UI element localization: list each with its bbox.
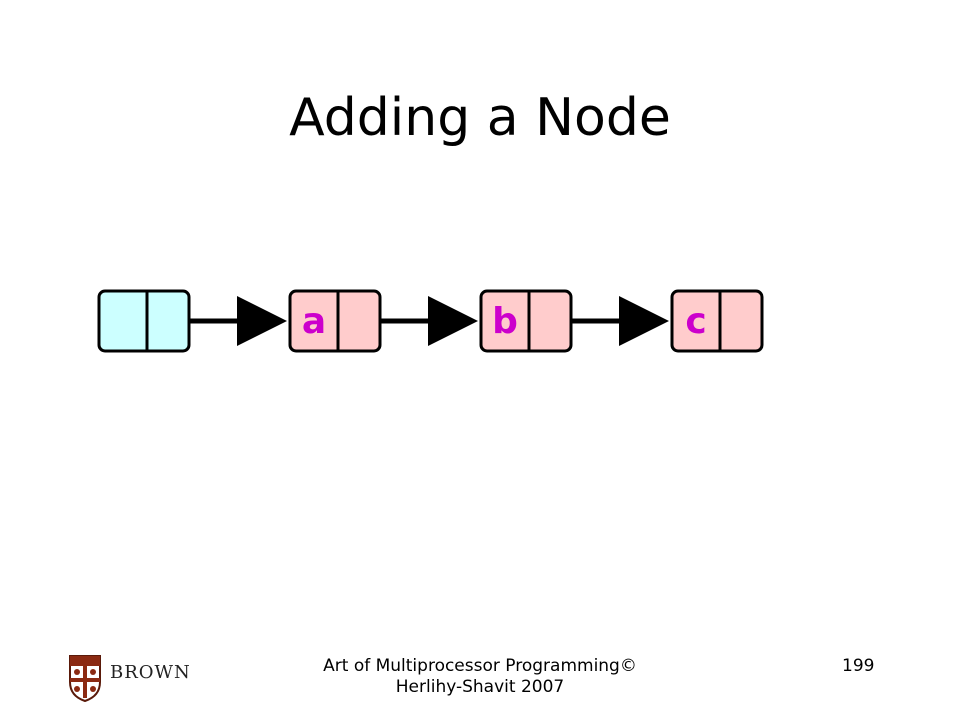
brown-logo: BROWN: [68, 652, 248, 708]
page-number: 199: [842, 656, 875, 676]
node-label: a: [302, 301, 326, 342]
list-node-a: a: [288, 289, 382, 353]
node-box: [97, 289, 191, 353]
node-label: b: [492, 301, 518, 342]
node-box: [670, 289, 764, 353]
brown-shield-icon: [69, 655, 101, 702]
node-label: c: [685, 301, 706, 342]
list-node-c: c: [670, 289, 764, 353]
sentinel-node: [97, 289, 191, 353]
footer-citation: Art of Multiprocessor Programming© Herli…: [323, 656, 637, 697]
node-box: [288, 289, 382, 353]
logo-text: BROWN: [110, 662, 191, 683]
slide-title: Adding a Node: [289, 88, 671, 148]
list-node-b: b: [479, 289, 573, 353]
node-box: [479, 289, 573, 353]
